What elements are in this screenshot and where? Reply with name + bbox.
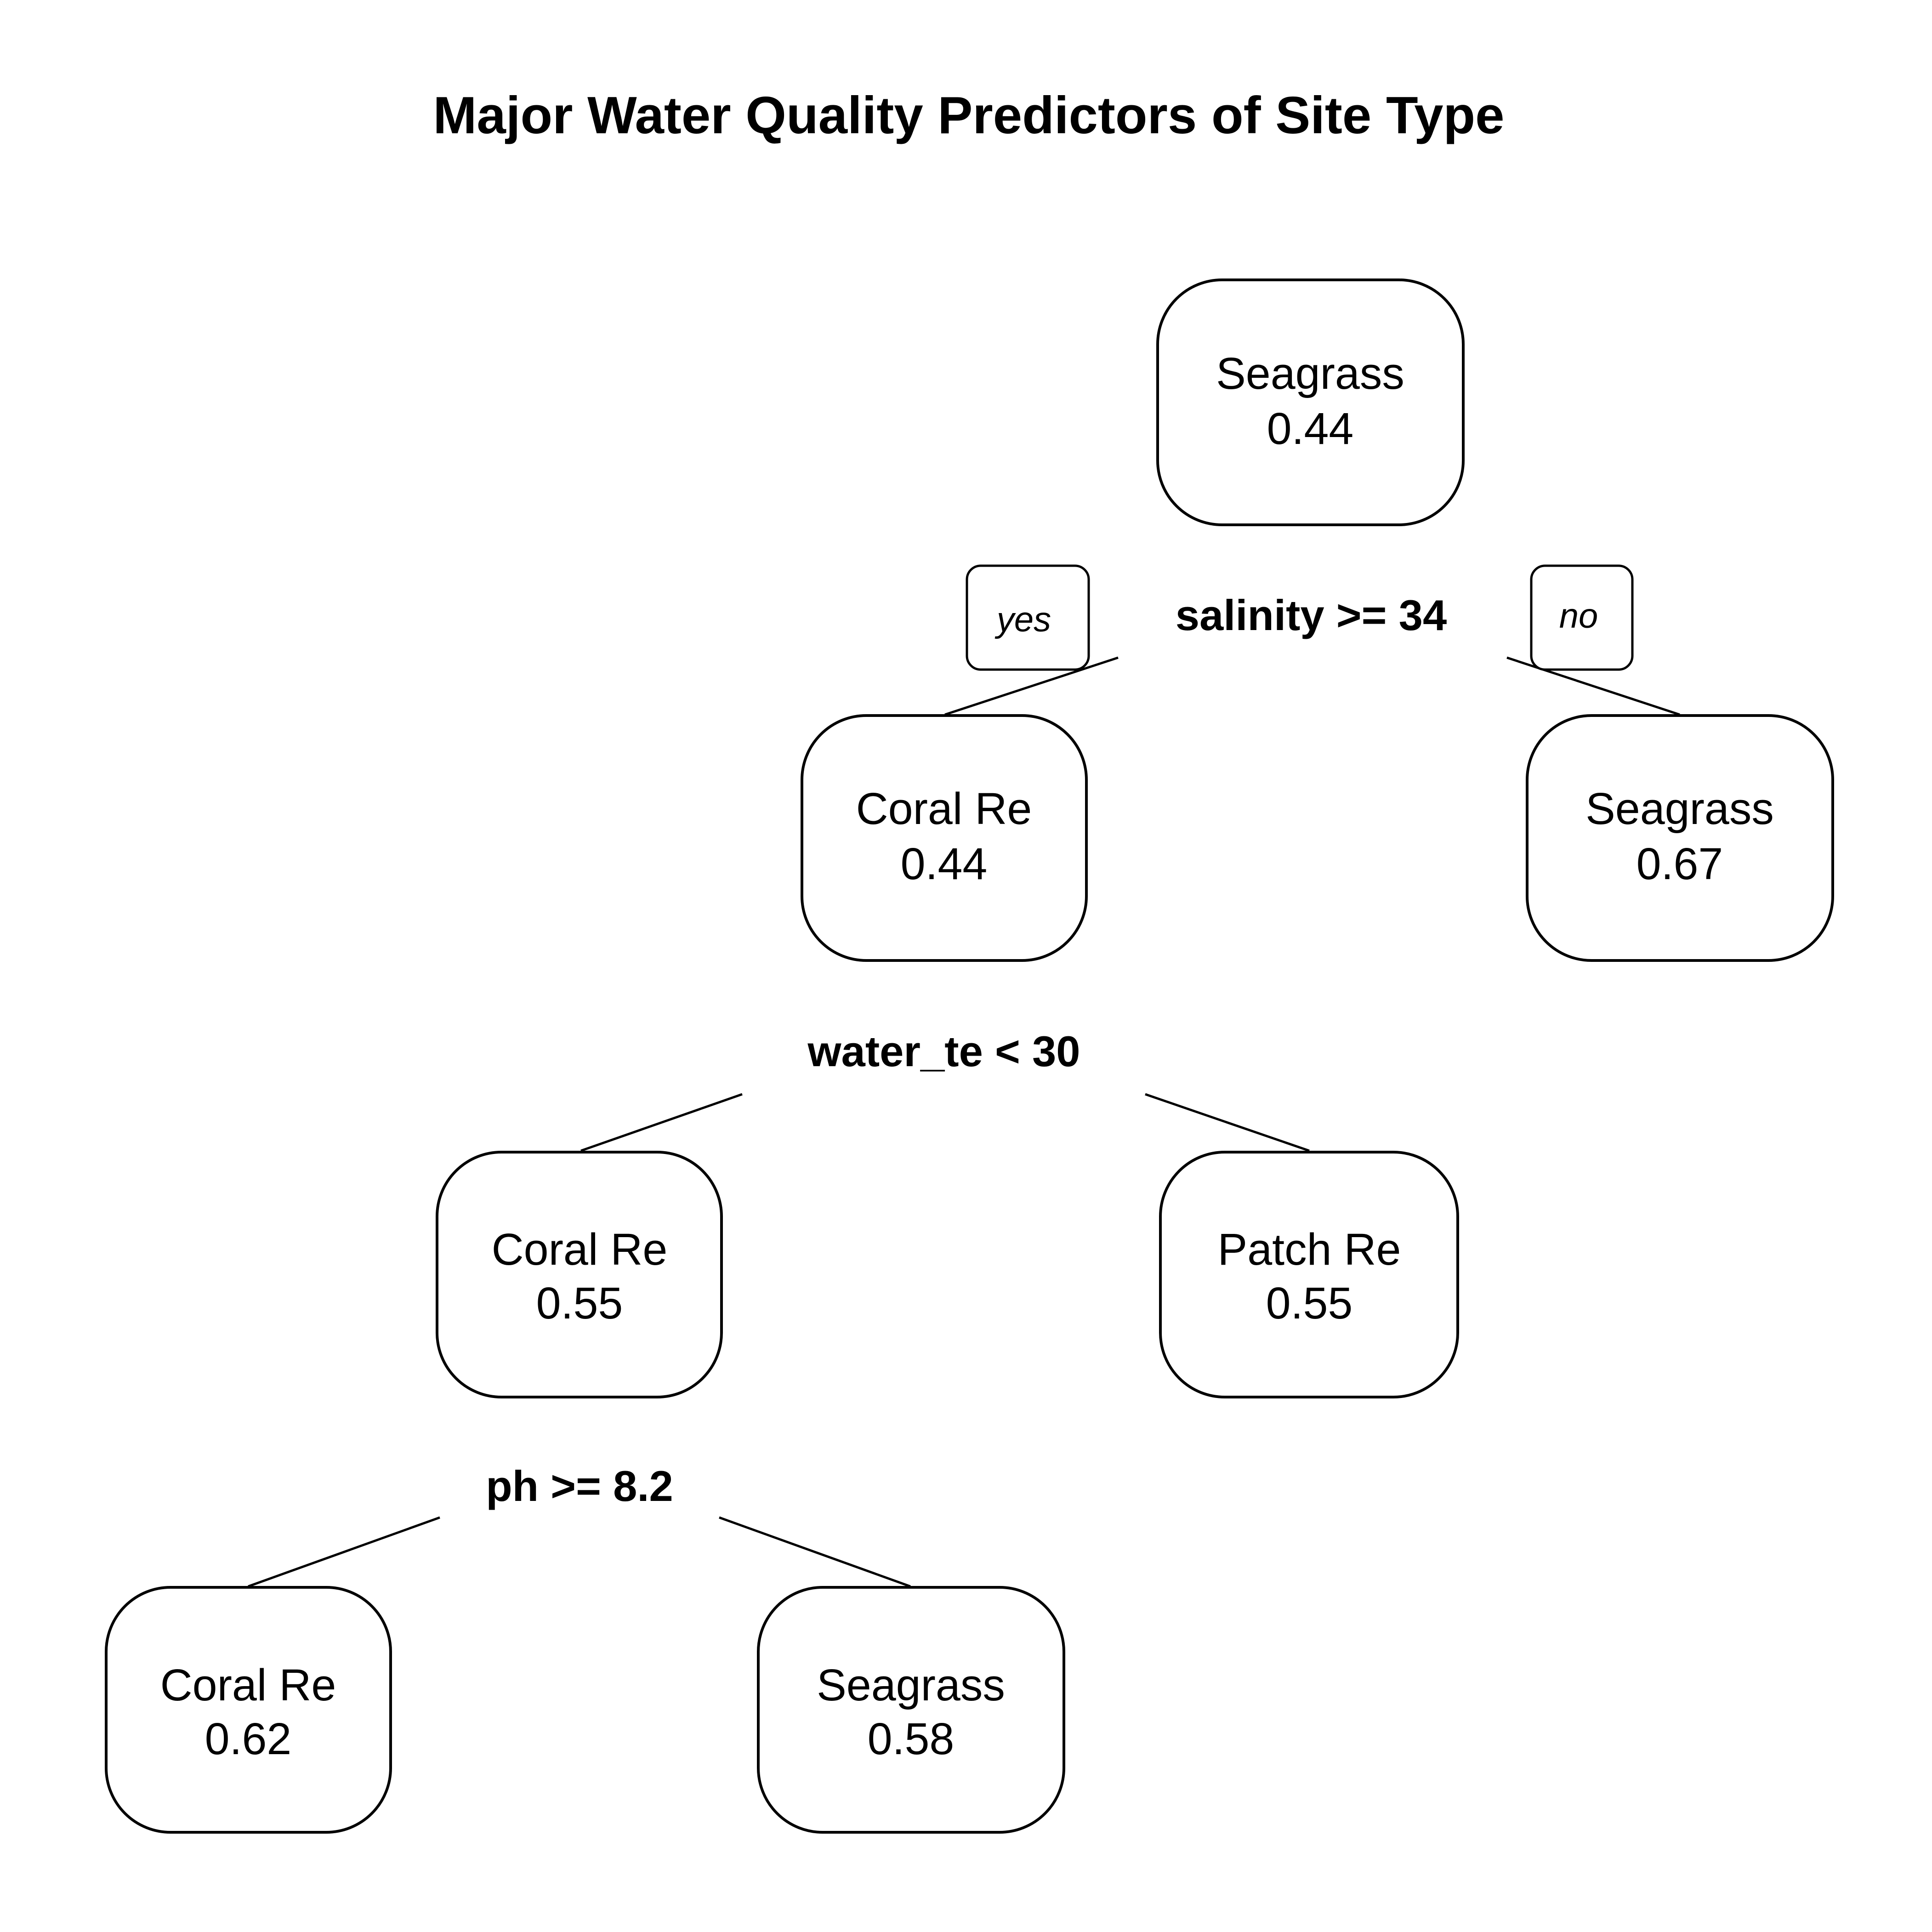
node-root: Seagrass 0.44: [1156, 278, 1465, 526]
split-salinity: salinity >= 34: [1176, 591, 1447, 639]
node-seagrass-2: Seagrass 0.58: [757, 1586, 1065, 1834]
node-class-label: Seagrass: [817, 1660, 1005, 1710]
diagram-title: Major Water Quality Predictors of Site T…: [433, 86, 1504, 145]
node-class-label: Patch Re: [1218, 1224, 1401, 1274]
node-probability: 0.44: [901, 839, 988, 889]
node-class-label: Coral Re: [492, 1224, 668, 1274]
yes-label: yes: [994, 600, 1051, 639]
node-class-label: Coral Re: [160, 1660, 336, 1710]
node-probability: 0.67: [1637, 839, 1723, 889]
node-probability: 0.58: [868, 1714, 955, 1764]
edge-ph-left: [248, 1516, 440, 1588]
node-coral-re-1: Coral Re 0.44: [801, 714, 1088, 962]
node-class-label: Seagrass: [1216, 348, 1404, 398]
node-seagrass-1: Seagrass 0.67: [1526, 714, 1834, 962]
edge-water-right: [1145, 1093, 1310, 1152]
edge-root-left: [944, 656, 1119, 716]
edge-water-left: [580, 1093, 743, 1152]
node-coral-re-3: Coral Re 0.62: [105, 1586, 392, 1834]
split-water-te: water_te < 30: [807, 1027, 1080, 1075]
no-label: no: [1559, 597, 1598, 636]
node-patch-re: Patch Re 0.55: [1159, 1151, 1459, 1398]
node-probability: 0.62: [205, 1714, 292, 1764]
edge-ph-right: [719, 1516, 911, 1588]
node-class-label: Seagrass: [1585, 784, 1774, 834]
node-class-label: Coral Re: [856, 784, 1032, 834]
node-coral-re-2: Coral Re 0.55: [436, 1151, 723, 1398]
node-probability: 0.44: [1267, 403, 1354, 454]
branch-label-no: no: [1530, 564, 1634, 671]
branch-label-yes: yes: [966, 564, 1090, 671]
split-ph: ph >= 8.2: [486, 1462, 673, 1510]
node-probability: 0.55: [1266, 1278, 1353, 1328]
node-probability: 0.55: [536, 1278, 623, 1328]
